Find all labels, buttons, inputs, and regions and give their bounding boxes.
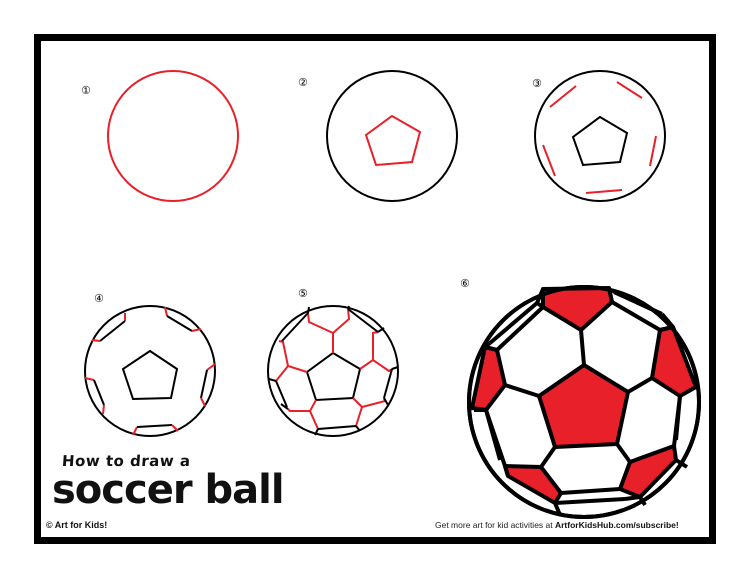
step-5-label: ⑤ xyxy=(298,287,308,300)
footer-text: Get more art for kid activities at Artfo… xyxy=(435,520,679,530)
title-line-2: soccer ball xyxy=(52,467,285,513)
step-3-drawing xyxy=(534,70,666,202)
svg-text:③: ③ xyxy=(532,77,542,90)
step-6-finished-ball xyxy=(467,285,701,519)
svg-text:⑥: ⑥ xyxy=(460,277,470,290)
step-2-label: ② xyxy=(298,76,308,89)
copyright-text: © Art for Kids! xyxy=(46,520,108,530)
footer-prefix: Get more art for kid activities at xyxy=(435,520,555,530)
step-1-label: ① xyxy=(81,84,91,97)
svg-text:④: ④ xyxy=(94,292,104,305)
svg-text:⑤: ⑤ xyxy=(298,287,308,300)
step-3-label: ③ xyxy=(532,77,542,90)
step-2-drawing xyxy=(326,70,458,202)
svg-text:②: ② xyxy=(298,76,308,89)
step-4-label: ④ xyxy=(94,292,104,305)
step-4-drawing xyxy=(84,305,216,437)
footer-link[interactable]: ArtforKidsHub.com/subscribe! xyxy=(554,520,679,530)
step-1-circle xyxy=(107,70,239,202)
step-5-drawing xyxy=(267,305,399,437)
svg-text:①: ① xyxy=(81,84,91,97)
step-6-label: ⑥ xyxy=(460,277,470,290)
